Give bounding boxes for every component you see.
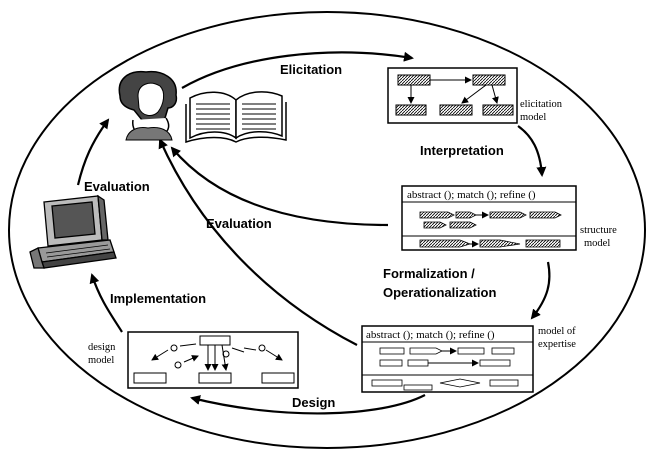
arrow-evaluation-outer bbox=[158, 138, 358, 346]
cycle-ellipse bbox=[8, 11, 646, 449]
label-design: Design bbox=[292, 395, 335, 410]
arrow-evaluation-inner bbox=[170, 146, 389, 227]
open-book-icon bbox=[185, 91, 287, 144]
computer-icon bbox=[29, 194, 117, 269]
arrow-implementation bbox=[89, 273, 123, 333]
expertise-model-label-2: expertise bbox=[538, 339, 576, 350]
expertise-model-box: abstract (); match (); refine () bbox=[361, 325, 534, 393]
elicitation-model-nodes bbox=[395, 74, 514, 116]
structure-model-box: abstract (); match (); refine () bbox=[401, 185, 577, 251]
label-evaluation-left: Evaluation bbox=[84, 179, 150, 194]
structure-box-header: abstract (); match (); refine () bbox=[407, 189, 536, 201]
label-formalization-2: Operationalization bbox=[383, 285, 496, 300]
expertise-model-label-1: model of bbox=[538, 326, 576, 337]
elicitation-model-label-1: elicitation bbox=[520, 99, 563, 110]
design-model-label-1: design bbox=[88, 342, 116, 353]
design-model-box bbox=[127, 331, 299, 389]
elicitation-model-box bbox=[387, 67, 518, 124]
expert-head-icon bbox=[118, 70, 178, 141]
arrow-formalization bbox=[530, 261, 551, 320]
arrow-elicitation bbox=[181, 51, 414, 89]
arrow-interpretation bbox=[517, 125, 547, 177]
label-implementation: Implementation bbox=[110, 291, 206, 306]
structure-model-label-2: model bbox=[584, 238, 610, 249]
arrow-evaluation-left bbox=[76, 118, 110, 186]
design-model-label-2: model bbox=[88, 355, 114, 366]
structure-model-label-1: structure bbox=[580, 225, 617, 236]
elicitation-model-label-2: model bbox=[520, 112, 546, 123]
expertise-box-header: abstract (); match (); refine () bbox=[366, 329, 495, 341]
label-formalization-1: Formalization / bbox=[383, 266, 475, 281]
label-evaluation-inner: Evaluation bbox=[206, 216, 272, 231]
arrow-design bbox=[190, 394, 426, 415]
label-elicitation: Elicitation bbox=[280, 62, 342, 77]
label-interpretation: Interpretation bbox=[420, 143, 504, 158]
